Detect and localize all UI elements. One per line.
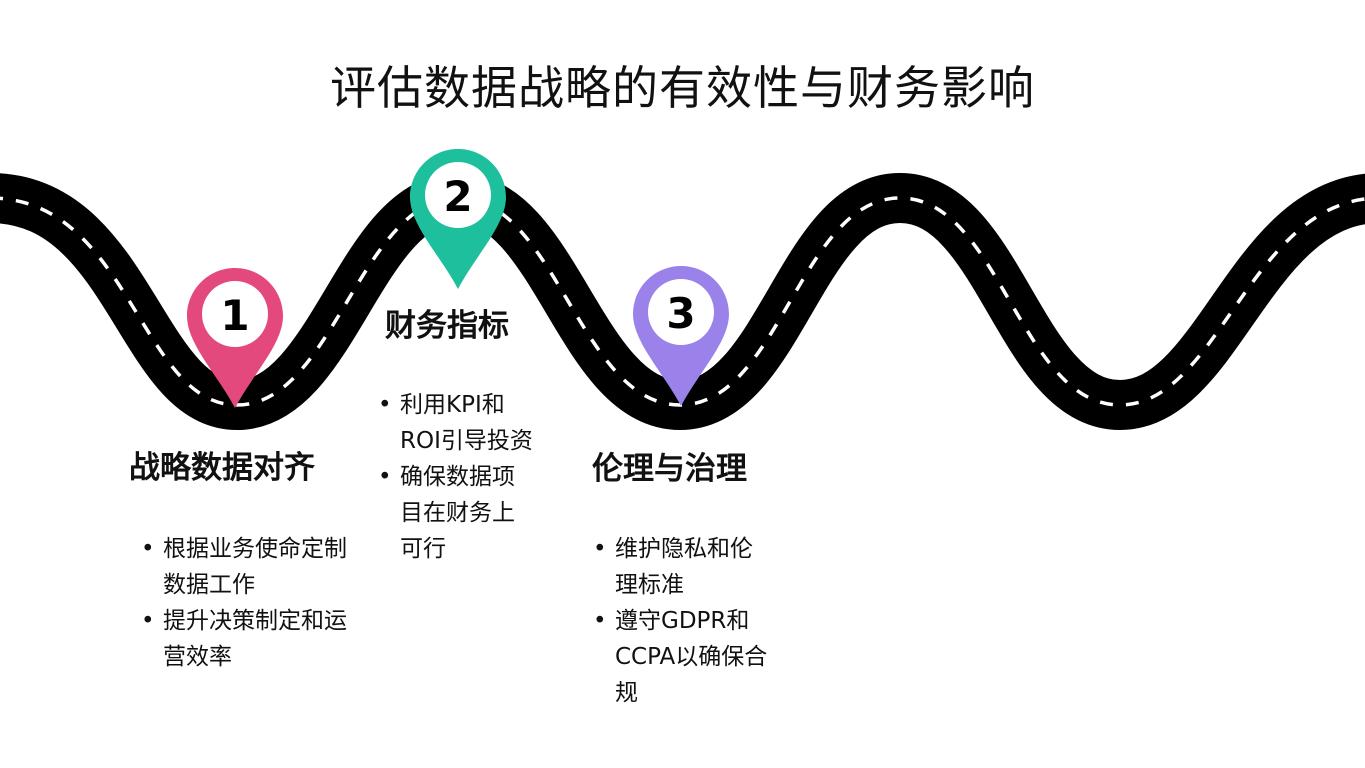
step-3-bullets: 维护隐私和伦理标准 遵守GDPR和CCPA以确保合规 xyxy=(589,531,774,711)
step-1-bullets: 根据业务使命定制数据工作 提升决策制定和运营效率 xyxy=(137,531,347,675)
page-title: 评估数据战略的有效性与财务影响 xyxy=(330,61,1035,115)
bullet-item: 根据业务使命定制数据工作 xyxy=(137,531,347,603)
bullet-item: 提升决策制定和运营效率 xyxy=(137,603,347,675)
step-2-marker: 2 xyxy=(410,149,506,291)
step-2-bullets: 利用KPI和ROI引导投资 确保数据项目在财务上可行 xyxy=(374,387,534,567)
step-1-marker: 1 xyxy=(187,268,283,410)
bullet-item: 遵守GDPR和CCPA以确保合规 xyxy=(589,603,774,711)
pin-inner-circle xyxy=(648,279,714,345)
step-3-title: 伦理与治理 xyxy=(592,451,747,487)
bullet-item: 维护隐私和伦理标准 xyxy=(589,531,774,603)
step-3-marker: 3 xyxy=(633,266,729,408)
step-number: 2 xyxy=(443,172,472,221)
bullet-item: 确保数据项目在财务上可行 xyxy=(374,459,534,567)
step-2-title: 财务指标 xyxy=(385,308,509,344)
step-number: 1 xyxy=(220,291,249,340)
road-lane-markings xyxy=(0,196,1365,407)
pin-inner-circle xyxy=(202,281,268,347)
step-number: 3 xyxy=(666,289,695,338)
step-1-title: 战略数据对齐 xyxy=(129,450,315,486)
bullet-item: 利用KPI和ROI引导投资 xyxy=(374,387,534,459)
pin-inner-circle xyxy=(425,162,491,228)
